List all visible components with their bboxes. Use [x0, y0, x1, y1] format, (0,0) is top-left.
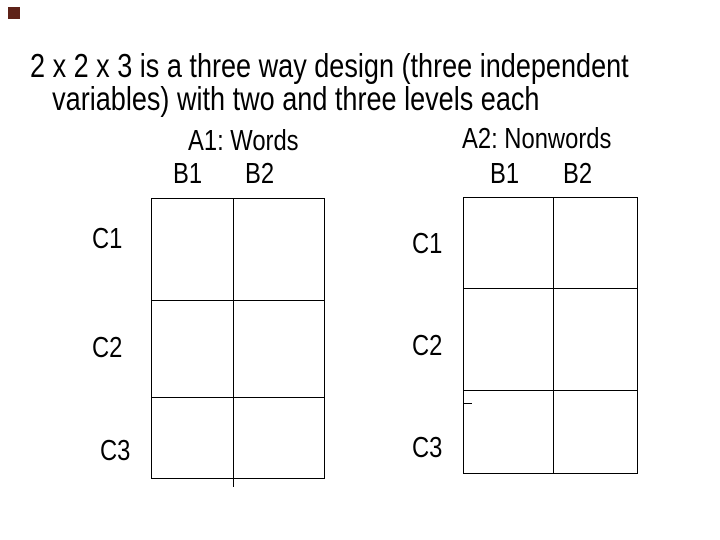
table-a1-row-divider-2 — [151, 397, 325, 398]
table-a2-col-label-b2: B2 — [563, 158, 593, 190]
table-a1-row-label-c3: C3 — [100, 435, 131, 467]
table-a1-left-border — [151, 198, 152, 479]
table-a2-middle-vertical-line — [553, 197, 554, 474]
table-a2-header: A2: Nonwords — [462, 123, 612, 155]
table-a2-row-label-c3: C3 — [412, 432, 443, 464]
table-a2-bottom-border — [463, 473, 638, 474]
table-a1-col-label-b1: B1 — [173, 158, 203, 190]
table-a2-row-label-c1: C1 — [412, 228, 443, 260]
table-a1-top-border — [151, 198, 325, 199]
table-a2-row-divider-2 — [463, 390, 638, 391]
table-a1-header: A1: Words — [188, 125, 299, 157]
table-a2-row-label-c2: C2 — [412, 330, 443, 362]
table-a1-row-label-c1: C1 — [92, 223, 123, 255]
table-a1-middle-vertical-line — [233, 198, 234, 487]
table-a1-col-label-b2: B2 — [245, 158, 275, 190]
title-line-2: variables) with two and three levels eac… — [52, 80, 540, 117]
table-a2-stray-tick-mark — [463, 403, 472, 404]
title-line-1: 2 x 2 x 3 is a three way design (three i… — [30, 47, 629, 84]
table-a1-right-border — [324, 198, 325, 479]
slide-title: 2 x 2 x 3 is a three way design (three i… — [30, 49, 629, 115]
table-a2-col-label-b1: B1 — [490, 158, 520, 190]
table-a1-row-divider-1 — [151, 300, 325, 301]
table-a2-row-divider-1 — [463, 288, 638, 289]
table-a1-bottom-border — [151, 478, 325, 479]
slide-decoration-square — [8, 7, 20, 19]
table-a2-top-border — [463, 197, 638, 198]
table-a1-row-label-c2: C2 — [92, 332, 123, 364]
table-a2-right-border — [637, 197, 638, 474]
table-a2-left-border — [463, 197, 464, 474]
